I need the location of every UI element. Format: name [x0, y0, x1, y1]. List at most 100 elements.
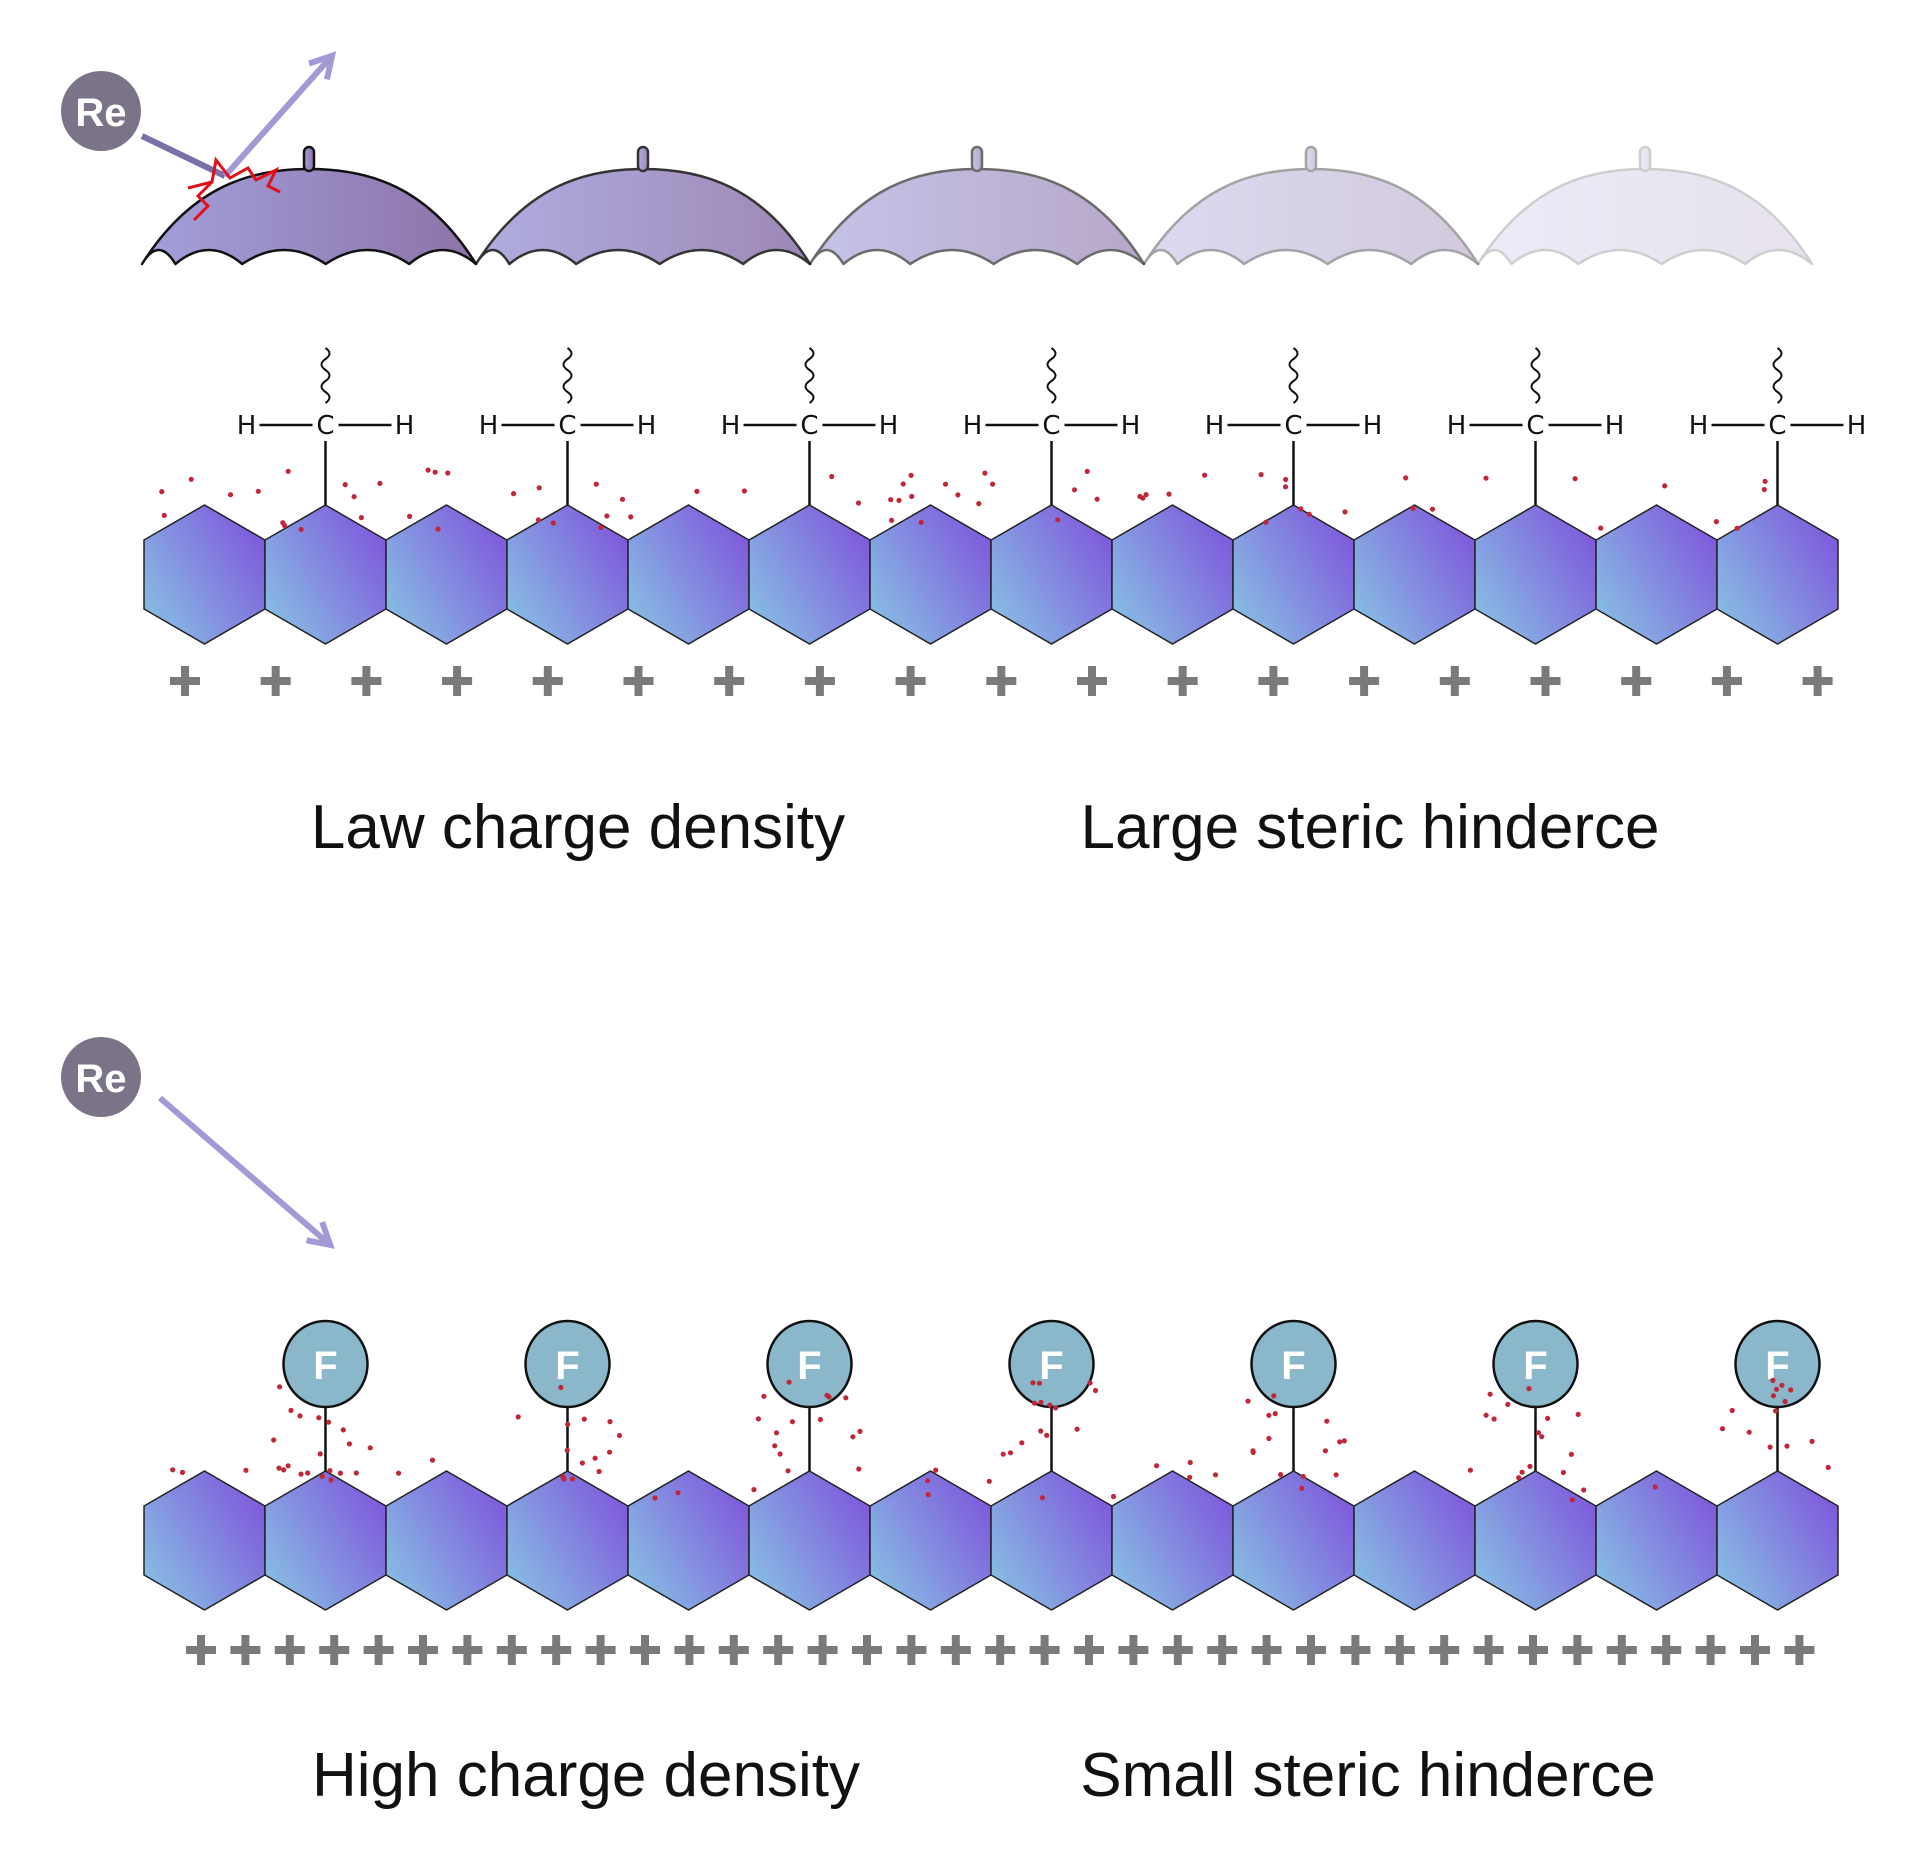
charge-dot — [986, 1478, 992, 1484]
charge-dot — [1019, 1440, 1025, 1446]
charge-dot — [1784, 1443, 1790, 1449]
hydrogen-atom: H — [237, 411, 257, 441]
positive-charge-icon — [1258, 666, 1289, 696]
hexagon-ring — [1716, 1470, 1839, 1611]
charge-dot — [561, 1476, 567, 1482]
fluorine-group: F — [1245, 1319, 1347, 1480]
charge-dot — [1337, 1439, 1343, 1445]
charge-dot — [1110, 1493, 1117, 1500]
umbrella-canopy — [1476, 167, 1814, 266]
charge-dot — [1154, 1463, 1160, 1469]
positive-charge-icon — [1518, 1635, 1548, 1665]
charge-dot — [342, 482, 348, 488]
charge-dot — [1598, 525, 1604, 531]
charge-dot — [918, 519, 924, 525]
charge-dot — [319, 1473, 325, 1480]
charge-dot — [1788, 1387, 1794, 1393]
charge-dot — [1746, 1429, 1752, 1435]
charge-dot — [1047, 1402, 1053, 1408]
charge-dot — [1410, 505, 1416, 511]
charge-dot — [772, 1443, 778, 1449]
charge-dot — [396, 1470, 402, 1476]
positive-charge-icon — [363, 1635, 394, 1665]
hexagon-ring — [1353, 1470, 1476, 1611]
charge-dot — [1569, 1497, 1575, 1503]
charge-dot — [1245, 1398, 1251, 1404]
hexagon-ring — [143, 504, 266, 645]
charge-dot — [1535, 1430, 1542, 1436]
charge-dot — [285, 468, 291, 474]
charge-dot — [170, 1467, 176, 1473]
charge-dot — [1038, 1428, 1044, 1434]
wavy-bond — [320, 347, 331, 404]
charge-dot — [755, 1416, 762, 1422]
charge-dot — [1333, 1472, 1339, 1478]
charge-dot — [1342, 509, 1348, 515]
charge-dot — [429, 1457, 436, 1463]
label-small-steric-hindrance: Small steric hinderce — [1080, 1741, 1655, 1810]
charge-dot — [933, 1467, 939, 1473]
charge-dot — [889, 517, 895, 523]
charge-dot — [598, 524, 604, 531]
charge-dot — [1283, 476, 1289, 483]
hexagon-ring — [627, 504, 750, 645]
charge-dot — [593, 481, 599, 487]
charge-dot — [1300, 1473, 1306, 1480]
charge-dot — [276, 1465, 282, 1471]
charge-dot — [628, 514, 634, 520]
label-large-steric-hindrance: Large steric hinderce — [1081, 793, 1660, 862]
charge-dot — [1761, 486, 1767, 493]
umbrella-tip — [1638, 145, 1652, 173]
charge-dot — [358, 515, 364, 521]
hydrogen-atom: H — [637, 411, 657, 441]
charge-dot — [1429, 506, 1436, 512]
charge-dot — [1767, 1444, 1773, 1450]
charge-dot — [1202, 472, 1208, 478]
charge-dot — [826, 1394, 832, 1400]
charge-dot — [1516, 1475, 1522, 1481]
fluorine-atom: F — [555, 1344, 579, 1388]
charge-dot — [353, 1470, 359, 1476]
charge-dot — [843, 1395, 849, 1401]
umbrella-canopy — [1142, 167, 1480, 266]
positive-charge-icon — [1695, 1635, 1726, 1665]
charge-dot — [1652, 1484, 1658, 1490]
charge-dot — [604, 513, 610, 519]
positive-charge-icon — [985, 1635, 1016, 1665]
positive-charge-icon — [1167, 666, 1198, 696]
charge-dot — [1250, 1448, 1256, 1454]
positive-charge-icon — [1651, 1635, 1682, 1665]
charge-dot — [976, 501, 982, 507]
charge-dot — [282, 523, 288, 529]
charge-dot — [900, 481, 906, 487]
positive-charge-icon — [940, 1635, 971, 1665]
charge-dot — [982, 470, 988, 476]
charge-dot — [425, 467, 431, 473]
charge-dot — [761, 1393, 767, 1399]
positive-charge-icon — [1802, 666, 1833, 696]
hexagon-ring — [1716, 504, 1839, 645]
fluorine-group: F — [1483, 1319, 1581, 1481]
umbrella-tip — [302, 145, 316, 173]
hexagon-ring — [748, 504, 871, 645]
charge-dot — [1505, 1401, 1511, 1407]
charge-dot — [1782, 1398, 1788, 1405]
charge-dot — [1272, 1411, 1278, 1417]
charge-dot — [407, 513, 413, 520]
charge-dot — [1729, 1407, 1735, 1414]
incoming-arrow — [158, 1095, 335, 1249]
incoming-arrow — [140, 133, 227, 179]
hexagon-ring — [506, 1470, 629, 1611]
charge-dot — [896, 497, 902, 503]
charge-dot — [925, 1478, 931, 1484]
charge-dot — [179, 1469, 186, 1475]
label-high-charge-density: High charge density — [312, 1741, 860, 1810]
charge-dot — [1560, 1469, 1566, 1476]
charge-dot — [277, 1384, 283, 1390]
umbrella-canopy — [474, 167, 812, 266]
positive-charge-icon — [630, 1635, 660, 1665]
charge-dot — [786, 1379, 792, 1385]
hexagon-ring — [264, 1470, 387, 1611]
hexagon-ring — [385, 504, 508, 645]
positive-charge-icon — [541, 1635, 572, 1665]
